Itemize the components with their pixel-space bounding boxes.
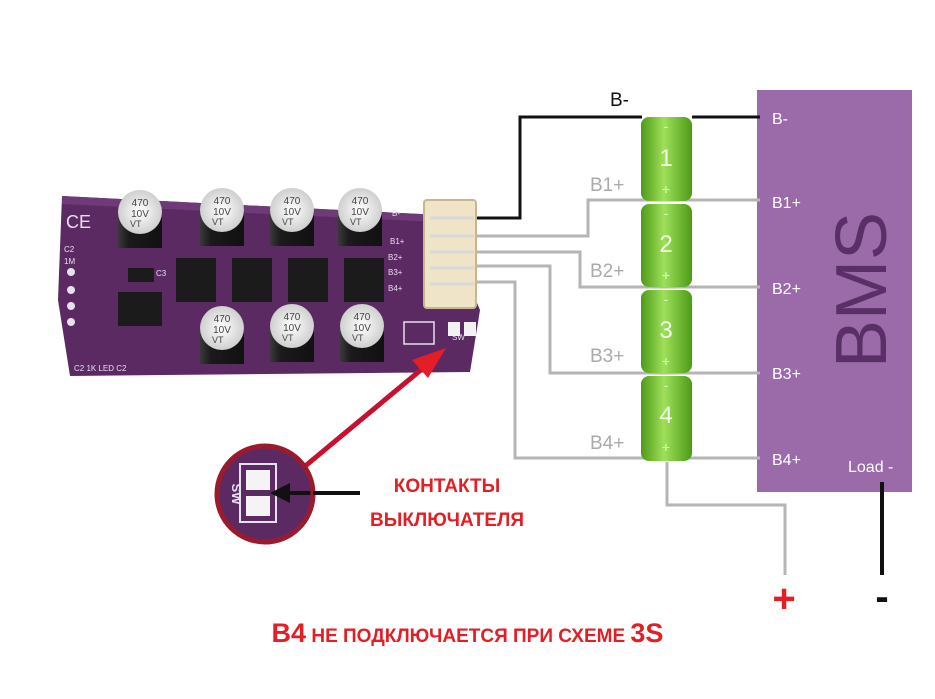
cap: 470 10V VT [340,304,384,362]
cap: 470 10V VT [118,190,162,248]
cap: 470 10V VT [338,188,382,246]
svg-text:-: - [664,205,669,221]
svg-text:SW: SW [452,333,465,342]
cap: 470 10V VT [200,306,244,364]
cell-4-number: 4 [659,402,672,429]
bms-pin-b4: B4+ [772,452,801,469]
chip [118,292,162,326]
ce-mark: CE [66,212,91,232]
svg-text:10V: 10V [131,209,149,220]
svg-text:470: 470 [352,196,369,207]
svg-text:470: 470 [132,198,149,209]
chip [232,258,272,302]
wires [438,115,884,575]
label-b3: B3+ [590,346,624,367]
svg-text:470: 470 [214,314,231,325]
svg-text:470: 470 [354,312,371,323]
svg-text:VT: VT [282,217,294,227]
label-bminus: B- [610,90,629,111]
wire-labels: B- B1+ B2+ B3+ B4+ [590,90,629,454]
bms-pin-b1: B1+ [772,195,801,212]
zoom-sw-label: SW [229,484,244,506]
cell-3: - 3 + [641,290,692,373]
footer-3s: 3S [630,618,664,648]
wire-plus-out [665,462,787,575]
svg-text:10V: 10V [351,207,369,218]
cell-1-number: 1 [659,145,672,172]
footer-middle: НЕ ПОДКЛЮЧАЕТСЯ ПРИ СХЕМЕ [306,626,631,647]
svg-text:10V: 10V [353,323,371,334]
chip [128,268,154,282]
wire-b4 [438,280,760,460]
callout-arrow [296,348,446,474]
svg-text:-: - [664,118,669,134]
switch-contacts-line2: ВЫКЛЮЧАТЕЛЯ [370,510,524,531]
bms-pin-b3: B3+ [772,366,801,383]
silk-bottom: C2 1K LED C2 [74,364,127,373]
svg-text:VT: VT [352,333,364,343]
svg-text:B2+: B2+ [388,253,403,262]
footer-note: B4 НЕ ПОДКЛЮЧАЕТСЯ ПРИ СХЕМЕ 3S [0,618,935,649]
svg-text:+: + [662,181,670,197]
switch-contacts-note: КОНТАКТЫ ВЫКЛЮЧАТЕЛЯ [352,470,542,538]
svg-text:B-: B- [392,209,400,218]
svg-text:VT: VT [130,219,142,229]
svg-text:-: - [664,377,669,393]
bms-load-label: Load - [848,459,893,476]
switch-contacts-line1: КОНТАКТЫ [393,476,501,497]
cell-2: - 2 + [641,204,692,287]
svg-text:470: 470 [284,196,301,207]
label-b2: B2+ [590,261,624,282]
chip [344,258,384,302]
cell-1: - 1 + [641,117,692,201]
label-b4: B4+ [590,433,624,454]
zoom-inset: SW [214,443,360,545]
svg-text:10V: 10V [283,207,301,218]
cell-3-number: 3 [659,317,672,344]
svg-text:B1+: B1+ [390,237,405,246]
svg-text:1M: 1M [64,257,75,266]
bms-pin-b2: B2+ [772,281,801,298]
balancer-board: B- B1+ B2+ B3+ B4+ CE C2 1M C3 C2 1K LED… [58,188,480,376]
cell-4: - 4 + [641,376,692,461]
connector [423,199,477,309]
switch-pad [464,322,476,336]
battery-stack: - 1 + - 2 + - 3 + - 4 + [641,117,692,461]
svg-text:VT: VT [282,333,294,343]
wire-bminus [438,115,642,220]
switch-pad [448,322,460,336]
svg-text:C2: C2 [64,245,75,254]
svg-text:B4+: B4+ [388,284,403,293]
svg-text:VT: VT [212,335,224,345]
svg-text:10V: 10V [283,323,301,334]
svg-text:VT: VT [350,217,362,227]
chip [176,258,216,302]
terminal-minus: - [875,575,888,619]
svg-text:C3: C3 [156,269,167,278]
bms-pin-bminus: B- [772,111,788,128]
footer-b4: B4 [271,618,307,648]
bms-title: BMS [822,212,902,368]
cap: 470 10V VT [270,188,314,246]
terminal-plus: + [772,577,795,621]
svg-text:+: + [662,353,670,369]
svg-text:+: + [662,267,670,283]
svg-text:10V: 10V [213,207,231,218]
svg-text:-: - [664,291,669,307]
svg-text:B3+: B3+ [388,268,403,277]
svg-text:470: 470 [214,196,231,207]
svg-text:10V: 10V [213,325,231,336]
svg-text:VT: VT [212,217,224,227]
chip [288,258,328,302]
bms-module: BMS B- B1+ B2+ B3+ B4+ Load - [757,90,912,492]
cap: 470 10V VT [270,304,314,362]
cap: 470 10V VT [200,188,244,246]
cell-2-number: 2 [659,231,672,258]
label-b1: B1+ [590,175,624,196]
svg-text:+: + [662,439,670,455]
svg-text:470: 470 [284,312,301,323]
